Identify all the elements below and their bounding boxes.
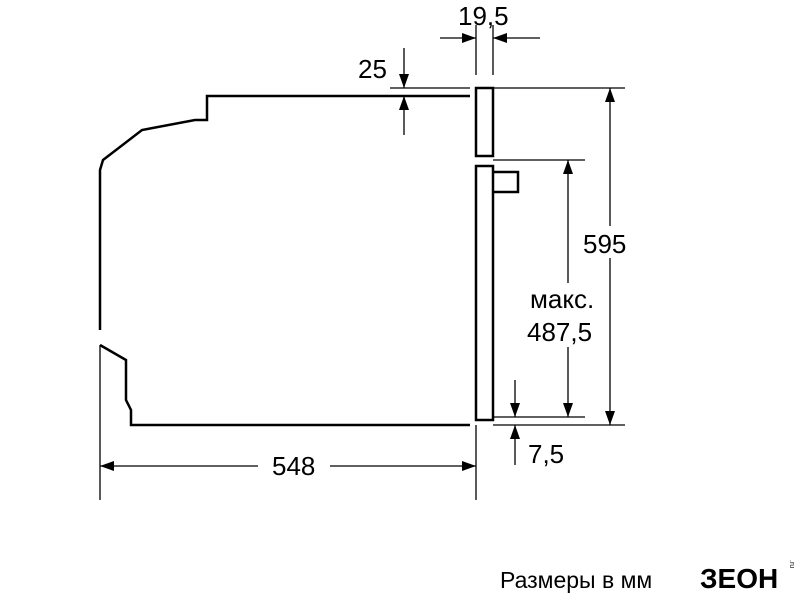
- arrow-icon: [563, 403, 573, 417]
- arrow-icon: [605, 88, 615, 102]
- dim-max-height: 487,5: [527, 317, 592, 347]
- logo-small-text: .ru: [788, 560, 795, 568]
- arrow-icon: [399, 96, 409, 110]
- arrow-icon: [605, 411, 615, 425]
- arrow-icon: [399, 74, 409, 88]
- zeon-logo-icon: ЗЕОН .ru: [700, 560, 795, 594]
- dim-front-panel-width: 19,5: [458, 1, 509, 31]
- dim-total-height: 595: [583, 229, 626, 259]
- caption: Размеры в мм: [500, 567, 652, 593]
- arrow-icon: [462, 33, 476, 43]
- front-door: [474, 164, 495, 422]
- dim-depth: 548: [272, 451, 315, 481]
- logo-text: ЗЕОН: [700, 563, 778, 594]
- arrow-icon: [493, 33, 507, 43]
- arrow-icon: [563, 160, 573, 174]
- dim-top-offset: 25: [358, 54, 387, 84]
- arrow-icon: [510, 425, 520, 439]
- front-panel: [474, 86, 495, 158]
- dim-bottom-offset: 7,5: [528, 439, 564, 469]
- label-bg: [580, 226, 640, 258]
- dim-max-label: макс.: [530, 284, 594, 314]
- control-knob: [493, 170, 520, 194]
- arrow-icon: [462, 461, 476, 471]
- label-bg: [525, 283, 609, 347]
- oven-body-outline: [98, 94, 470, 427]
- arrow-icon: [100, 461, 114, 471]
- arrow-icon: [510, 403, 520, 417]
